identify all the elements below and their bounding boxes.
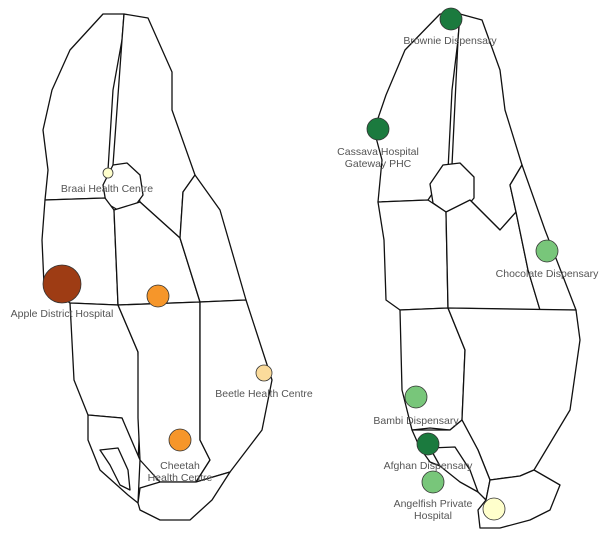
facility-marker-angelfish[interactable] [421, 470, 445, 494]
facility-marker-orange-mid[interactable] [146, 284, 170, 308]
facility-label-afghan: Afghan Dispensary [384, 460, 473, 472]
facility-marker-chocolate[interactable] [535, 239, 559, 263]
district-boundaries [41, 13, 273, 521]
facility-label-apple: Apple District Hospital [11, 308, 114, 320]
facility-marker-beetle[interactable] [255, 364, 273, 382]
facility-label-braai: Braai Health Centre [61, 183, 153, 195]
facility-label-cheetah: Health Centre [148, 472, 213, 484]
facility-label-bambi: Bambi Dispensary [373, 415, 459, 427]
facility-label-beetle: Beetle Health Centre [215, 388, 313, 400]
facility-label-angelfish: Angelfish Private [394, 498, 473, 510]
district-far-south[interactable] [137, 471, 231, 521]
facility-label-cassava: Cassava Hospital [337, 146, 419, 158]
facility-marker-afghan[interactable] [416, 432, 440, 456]
district-south-bay-inner[interactable] [429, 446, 479, 493]
facility-marker-cheetah[interactable] [168, 428, 192, 452]
facility-marker-bambi[interactable] [404, 385, 428, 409]
facility-label-chocolate: Chocolate Dispensary [496, 268, 599, 280]
facility-label-cheetah: Cheetah [160, 460, 200, 472]
district-south-bay-inner[interactable] [99, 447, 131, 491]
facility-marker-apple[interactable] [42, 264, 82, 304]
district-west[interactable] [377, 199, 449, 311]
facility-label-brownie: Brownie Dispensary [403, 35, 497, 47]
facility-marker-cassava[interactable] [366, 117, 390, 141]
facility-marker-pale-south[interactable] [482, 497, 506, 521]
facility-marker-brownie[interactable] [439, 7, 463, 31]
facility-label-angelfish: Hospital [414, 510, 452, 522]
facility-marker-braai[interactable] [102, 167, 114, 179]
facility-label-cassava: Gateway PHC [345, 158, 412, 170]
